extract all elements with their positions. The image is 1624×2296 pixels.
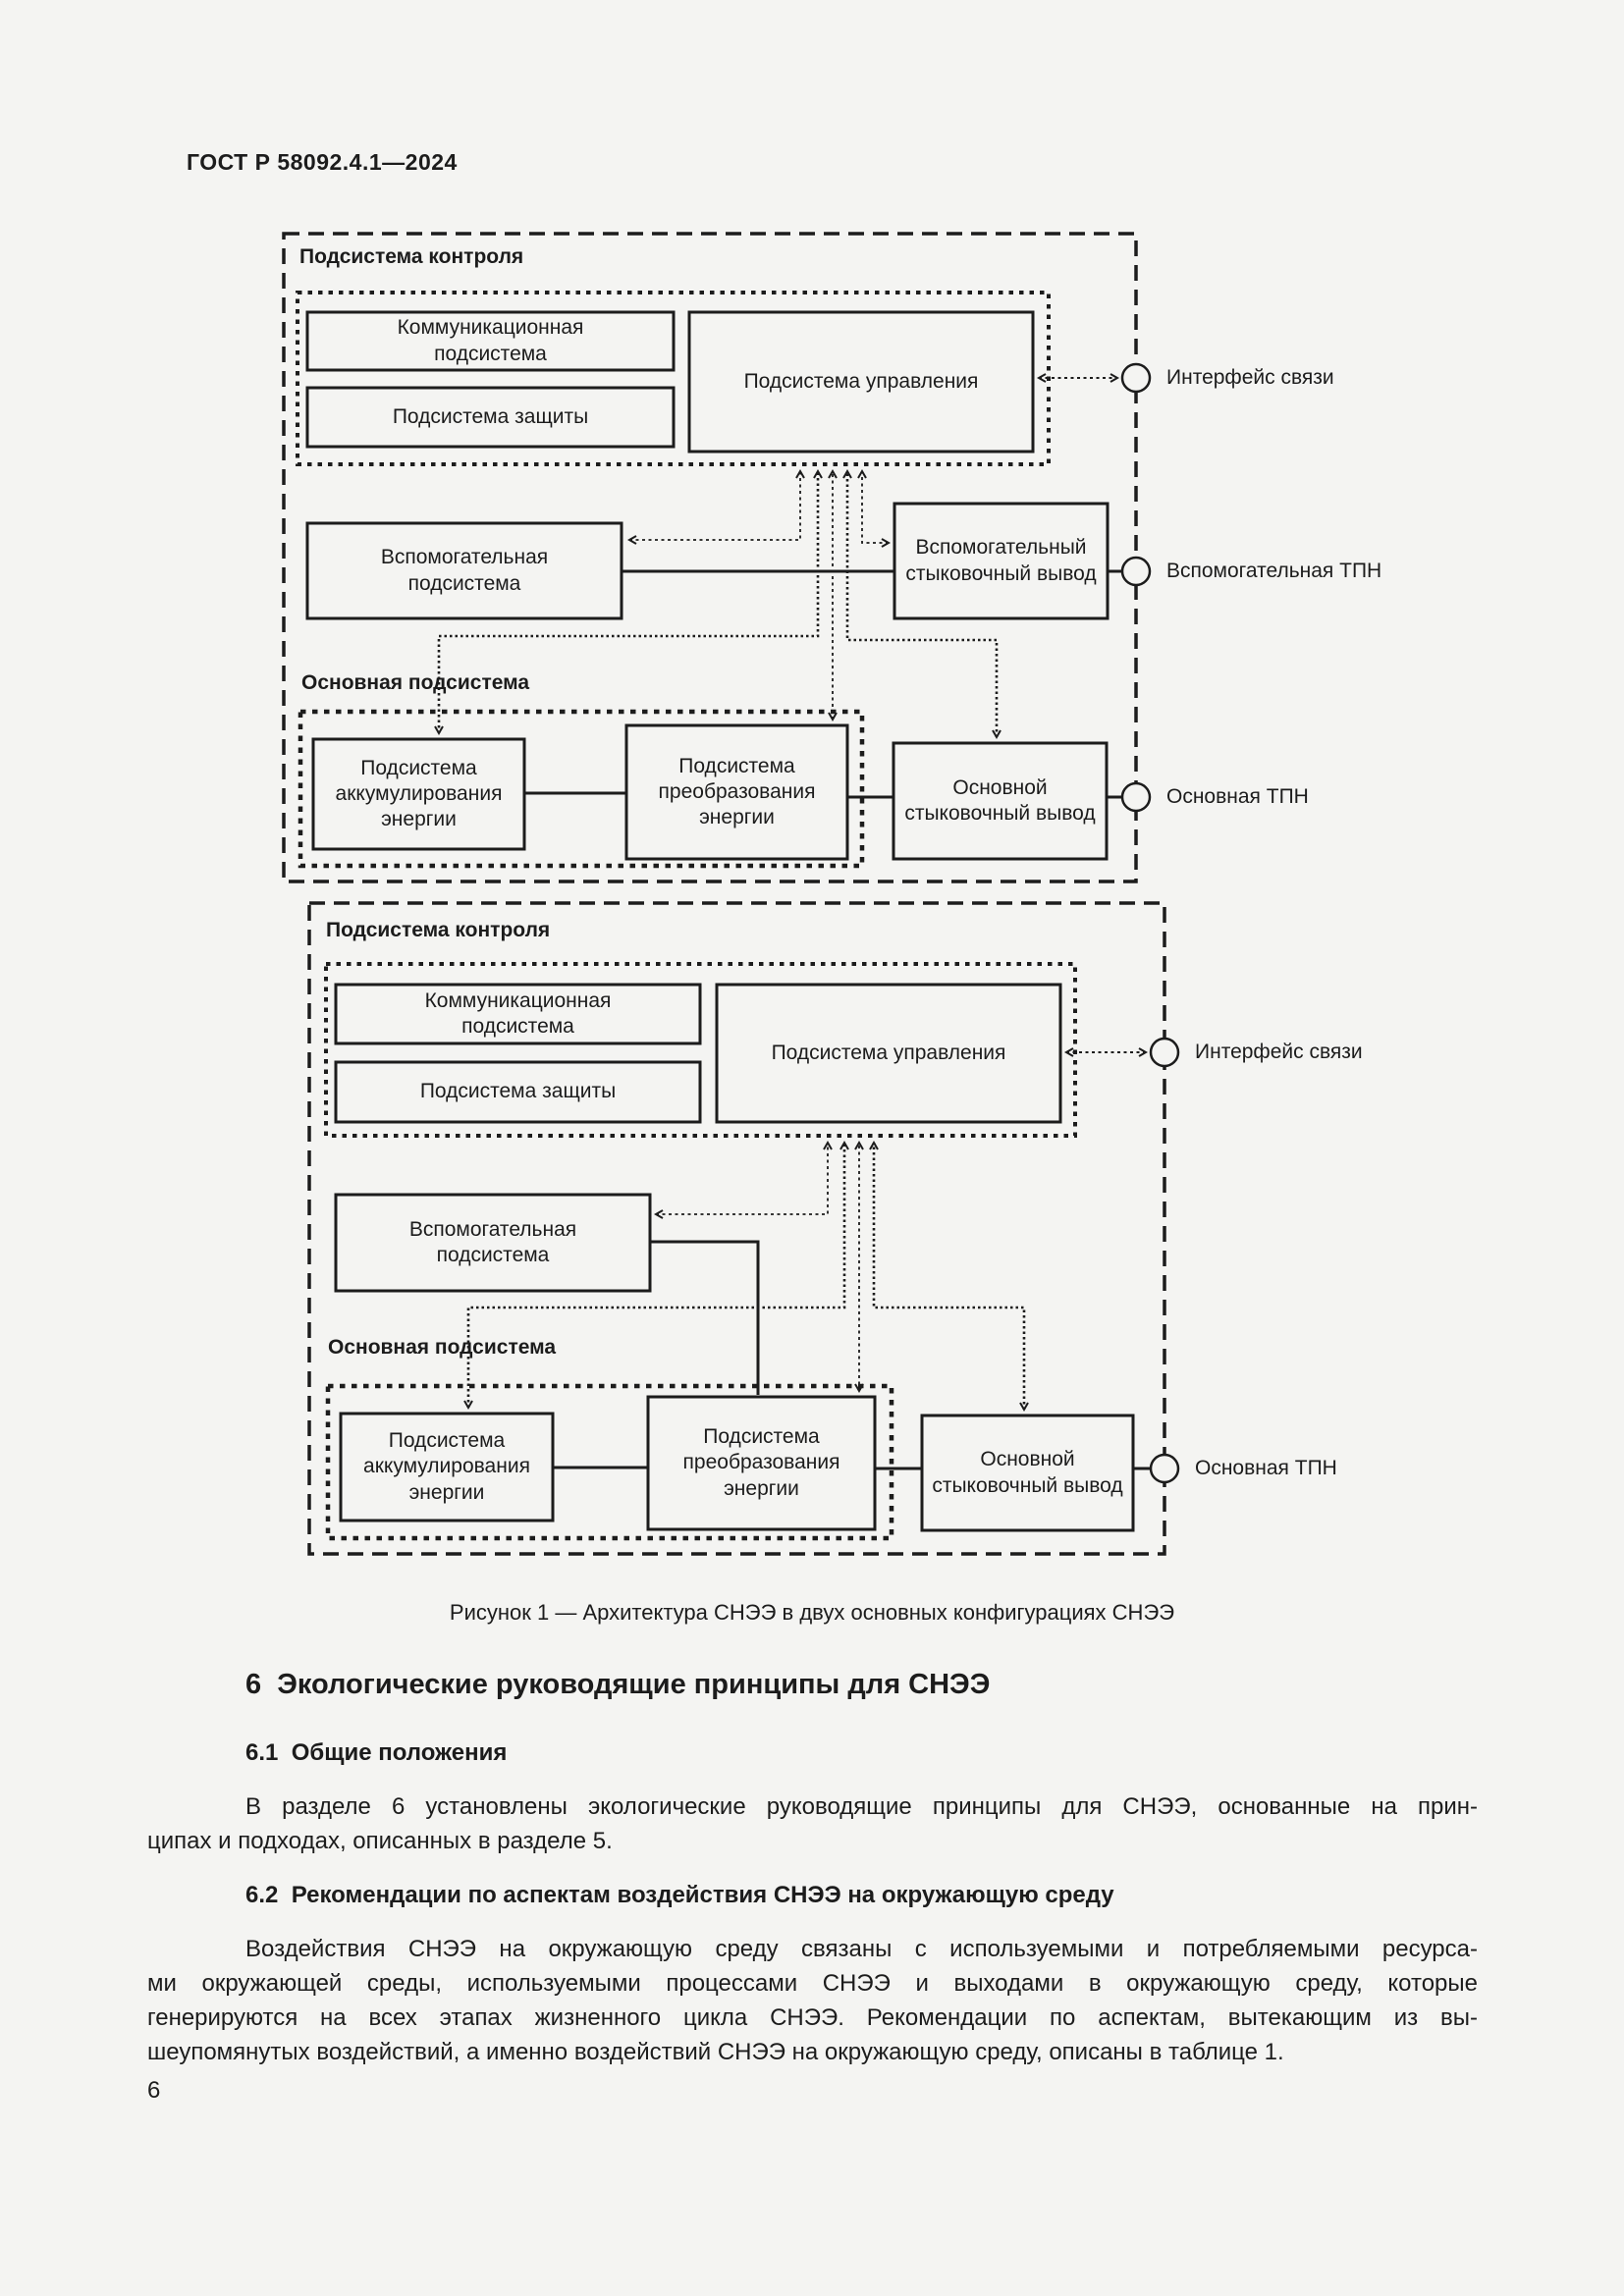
paragraph-line: ципах и подходах, описанных в разделе 5. — [147, 1828, 613, 1854]
config1-auxiliary-label: Вспомогательная подсистема — [380, 546, 549, 595]
page-header: ГОСТ Р 58092.4.1—2024 — [187, 149, 458, 175]
config2-communication-box — [334, 983, 702, 1045]
config1-interface-port-circle — [1120, 362, 1152, 394]
paragraph-line: Воздействия СНЭЭ на окружающую среду свя… — [245, 1936, 1478, 1962]
config1-control-to-auxiliary — [626, 468, 805, 545]
config2-main-output-label: Основной стыковочный вывод — [932, 1448, 1123, 1497]
config1-control-to-aux-output — [857, 468, 892, 548]
config1-control-group-label: Подсистема контроля — [299, 245, 524, 268]
config1-main-output-box — [892, 741, 1109, 861]
paragraph-line: В разделе 6 установлены экологические ру… — [245, 1793, 1478, 1820]
config2-main-subsystem-boundary — [325, 1383, 894, 1541]
config2-protection-label: Подсистема защиты — [419, 1080, 617, 1103]
config1-aux-output-label: Вспомогательный стыковочный вывод — [905, 536, 1097, 585]
config1-accumulation-label: Подсистема аккумулирования энергии — [335, 756, 503, 831]
page-number: 6 — [147, 2077, 161, 2104]
paragraph-line: генерируются на всех этапах жизненного ц… — [147, 2004, 1478, 2031]
config2-system-boundary — [307, 901, 1166, 1556]
config1-protection-box — [305, 386, 676, 449]
config1-main-tpn-port-label: Основная ТПН — [1166, 785, 1309, 808]
section-6-title: 6 Экологические руководящие принципы для… — [245, 1669, 991, 1700]
section-6-1-title: 6.1 Общие положения — [245, 1739, 508, 1766]
config1-aux-tpn-port-label: Вспомогательная ТПН — [1166, 560, 1382, 582]
config2-main-group-label: Основная подсистема — [328, 1336, 557, 1359]
config1-interface-port-label: Интерфейс связи — [1166, 366, 1334, 389]
config2-conversion-label: Подсистема преобразования энергии — [682, 1425, 840, 1500]
config2-protection-box — [334, 1060, 702, 1124]
config1-main-group-label: Основная подсистема — [301, 671, 530, 694]
config1-control-to-main-output — [842, 468, 1001, 740]
figure-1-diagram — [282, 232, 1180, 1556]
paragraph-line: ми окружающей среды, используемыми проце… — [147, 1970, 1478, 1997]
config2-control-to-accumulation — [463, 1140, 849, 1411]
config1-management-label: Подсистема управления — [743, 369, 979, 393]
config2-interface-port-circle — [1149, 1037, 1180, 1068]
config1-main-tpn-port-circle — [1120, 781, 1152, 813]
config1-aux-tpn-port-circle — [1120, 556, 1152, 587]
config1-protection-label: Подсистема защиты — [392, 404, 589, 428]
config2-accumulation-box — [339, 1412, 555, 1522]
config2-communication-label: Коммуникационная подсистема — [424, 988, 612, 1038]
config2-control-group-label: Подсистема контроля — [326, 919, 551, 941]
paragraph-line: шеупомянутых воздействий, а именно возде… — [147, 2039, 1284, 2065]
config2-management-box — [715, 983, 1062, 1124]
config1-main-output-label: Основной стыковочный вывод — [904, 775, 1096, 825]
config1-system-boundary — [282, 232, 1138, 883]
figure-caption: Рисунок 1 — Архитектура СНЭЭ в двух осно… — [449, 1600, 1175, 1625]
config2-accumulation-label: Подсистема аккумулирования энергии — [363, 1429, 530, 1504]
config2-conversion-box — [646, 1395, 877, 1531]
config2-main-output-box — [920, 1414, 1135, 1532]
config2-interface-port-label: Интерфейс связи — [1195, 1041, 1363, 1063]
config2-main-tpn-port-circle — [1149, 1453, 1180, 1484]
config2-aux-power-line — [650, 1240, 760, 1395]
config2-main-tpn-port-label: Основная ТПН — [1195, 1457, 1337, 1479]
config1-control-to-accumulation — [434, 468, 823, 736]
config2-control-to-main-output — [869, 1140, 1029, 1413]
config2-auxiliary-label: Вспомогательная подсистема — [408, 1217, 577, 1266]
config1-conversion-box — [624, 723, 849, 861]
section-6-2-title: 6.2 Рекомендации по аспектам воздействия… — [245, 1882, 1114, 1908]
config1-conversion-label: Подсистема преобразования энергии — [658, 754, 816, 829]
config2-control-to-auxiliary — [653, 1140, 833, 1219]
config1-management-box — [687, 310, 1035, 454]
config1-main-subsystem-boundary — [298, 709, 865, 869]
config1-communication-label: Коммуникационная подсистема — [397, 316, 584, 365]
config1-communication-box — [305, 310, 676, 372]
config2-management-label: Подсистема управления — [771, 1041, 1006, 1064]
